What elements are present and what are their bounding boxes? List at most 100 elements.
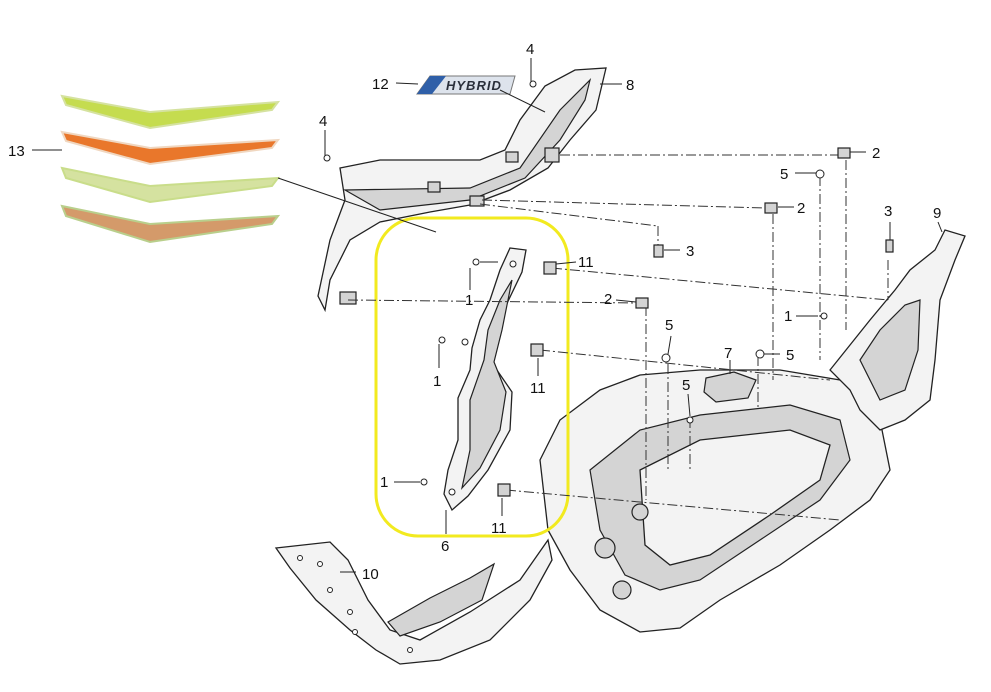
leader-line: [937, 221, 943, 233]
screw: [820, 312, 828, 320]
decal-set: [60, 94, 281, 244]
body-shroud: [539, 369, 891, 633]
assembly-line: [347, 299, 639, 304]
leader-line: [277, 177, 437, 233]
floor-step-shape: [274, 538, 553, 665]
floor-step-hole: [327, 587, 333, 593]
right-side-panel: [829, 229, 966, 431]
decal-strip: [60, 130, 281, 166]
callout-labels: 12 8 4 4 13 2 2 2 5 5 5 5 3 3 9 1 1 1 1 …: [8, 41, 941, 583]
upper-cover-inner-rib: [342, 78, 592, 211]
mount-boss: [631, 503, 649, 521]
clip-nut: [543, 261, 557, 275]
callout-5: 5: [665, 317, 673, 334]
callout-8: 8: [626, 77, 634, 94]
nut: [653, 244, 664, 258]
callout-7: 7: [724, 345, 732, 362]
callout-9: 9: [933, 205, 941, 222]
assembly-line: [479, 203, 659, 227]
floor-step-hole: [347, 609, 353, 615]
callout-12: 12: [372, 76, 389, 93]
screw: [438, 336, 446, 344]
floor-step-hole: [352, 629, 358, 635]
assembly-lines: [347, 154, 889, 521]
callout-11: 11: [578, 254, 594, 271]
side-cover-inner: [460, 279, 513, 491]
clip: [837, 147, 851, 159]
callout-1: 1: [784, 308, 792, 325]
nut: [885, 239, 894, 253]
hybrid-badge-accent: [417, 76, 446, 94]
floor-step: [274, 538, 553, 665]
screw: [661, 353, 671, 363]
clip: [635, 297, 649, 309]
screw: [686, 416, 694, 424]
callout-5: 5: [786, 347, 794, 364]
side-cover: [443, 247, 527, 512]
callout-11: 11: [491, 520, 507, 537]
hardware: [323, 80, 894, 497]
callout-1: 1: [465, 292, 473, 309]
upper-cover-clip: [339, 291, 357, 305]
callout-4: 4: [526, 41, 534, 58]
screw: [472, 258, 480, 266]
hybrid-logo-text: HYBRID: [446, 78, 502, 93]
clip: [764, 202, 778, 214]
screw: [815, 169, 825, 179]
leader-line: [687, 393, 691, 417]
leader-line: [615, 299, 637, 303]
mount-boss: [612, 580, 632, 600]
assembly-line: [551, 267, 889, 301]
battery-cover: [703, 371, 757, 403]
callout-3: 3: [686, 243, 694, 260]
upper-cover-clip: [544, 147, 560, 163]
side-cover-hole: [509, 260, 517, 268]
callout-1: 1: [433, 373, 441, 390]
upper-side-cover: [317, 67, 607, 313]
leader-line: [395, 82, 419, 85]
callout-6: 6: [441, 538, 449, 555]
upper-cover-clip: [469, 195, 485, 207]
side-cover-hole: [448, 488, 456, 496]
leader-line: [667, 335, 672, 355]
callout-10: 10: [362, 566, 379, 583]
hybrid-logo: HYBRID: [416, 75, 516, 95]
assembly-line: [505, 489, 841, 521]
highlight-frame: [374, 216, 570, 538]
right-side-panel-inner: [859, 299, 921, 401]
clip-nut: [497, 483, 511, 497]
callout-5: 5: [682, 377, 690, 394]
callout-13: 13: [8, 143, 25, 160]
callout-2: 2: [872, 145, 880, 162]
assembly-line: [539, 349, 831, 381]
callout-2: 2: [797, 200, 805, 217]
callout-2: 2: [604, 291, 612, 308]
callout-3: 3: [884, 203, 892, 220]
callout-4: 4: [319, 113, 327, 130]
floor-step-grip: [387, 562, 496, 637]
screw: [420, 478, 428, 486]
callout-11: 11: [530, 380, 546, 397]
decal-strip: [60, 166, 281, 204]
mount-boss: [594, 537, 616, 559]
callout-5: 5: [780, 166, 788, 183]
screw: [755, 349, 765, 359]
screw: [529, 80, 537, 88]
clip-nut: [530, 343, 544, 357]
decal-strip: [60, 204, 281, 244]
callout-1: 1: [380, 474, 388, 491]
body-shroud-panel: [639, 429, 831, 566]
screw: [323, 154, 331, 162]
decal-strip: [60, 94, 281, 130]
upper-cover-clip: [505, 151, 519, 163]
leader-line: [499, 89, 546, 113]
floor-step-hole: [407, 647, 413, 653]
leader-lines: [32, 58, 943, 573]
leader-line: [555, 261, 577, 265]
floor-step-hole: [317, 561, 323, 567]
assembly-line: [481, 199, 766, 209]
upper-cover-clip: [427, 181, 441, 193]
floor-step-hole: [297, 555, 303, 561]
side-cover-hole: [461, 338, 469, 346]
